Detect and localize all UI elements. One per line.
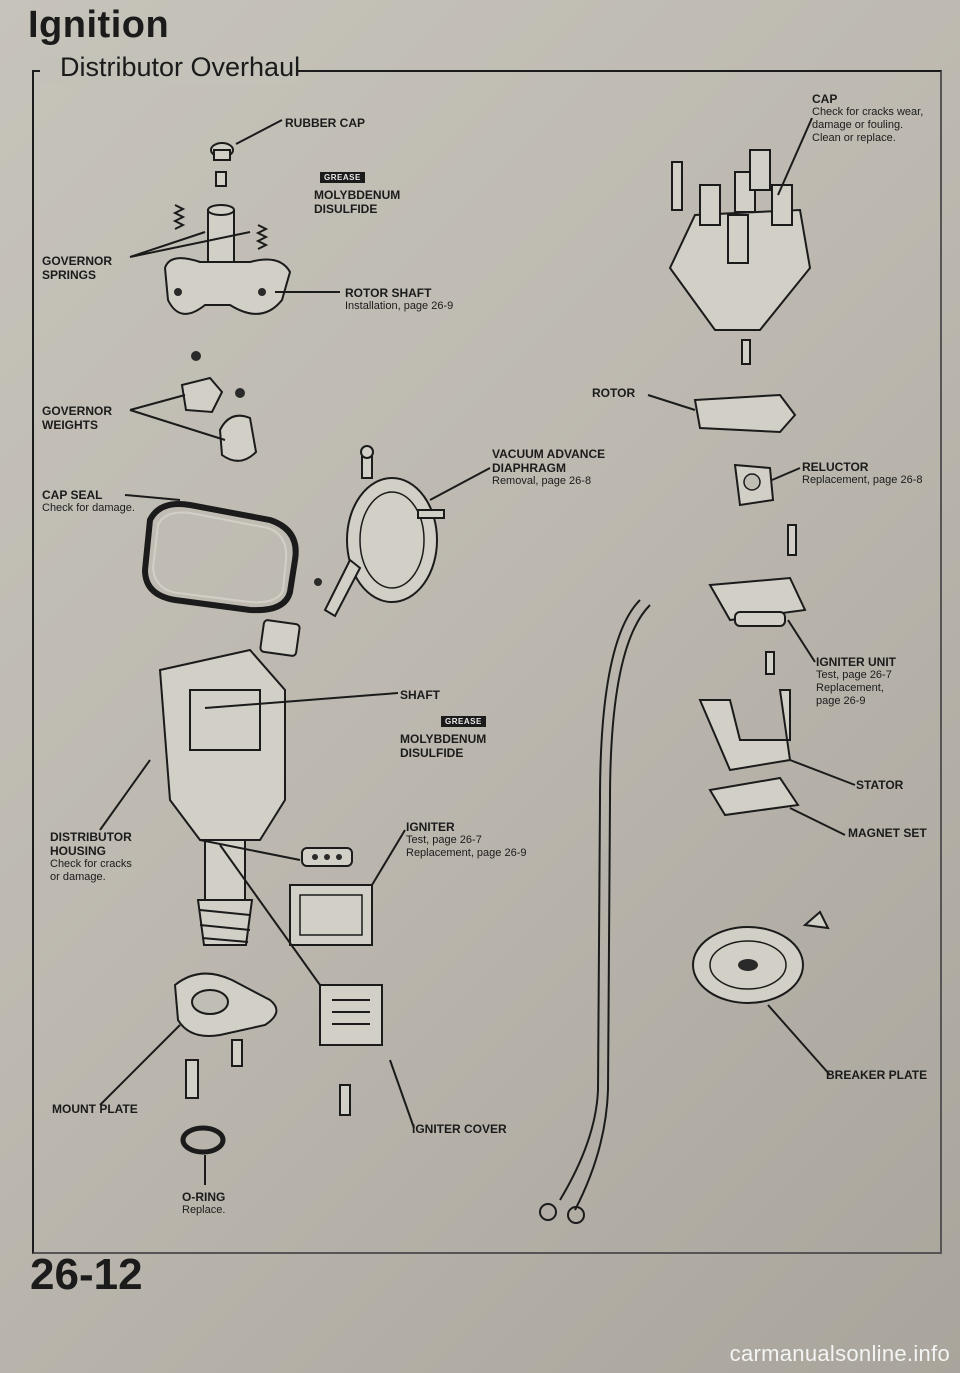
label-vacuum-line2: DIAPHRAGM — [492, 461, 566, 475]
vacuum-advance-part — [314, 445, 445, 618]
igniter-wire-2 — [574, 604, 651, 1211]
label-moly-1-line1: MOLYBDENUM — [314, 188, 401, 202]
label-magnet-set: MAGNET SET — [848, 826, 927, 840]
label-igniter: IGNITER Test, page 26-7 Replacement, pag… — [406, 820, 526, 860]
reluctor-part — [733, 463, 775, 507]
label-moly-1-line2: DISULFIDE — [314, 202, 378, 216]
label-vacuum-advance: VACUUM ADVANCE DIAPHRAGM Removal, page 2… — [492, 447, 605, 488]
watermark: carmanualsonline.info — [729, 1341, 950, 1366]
label-rotor-shaft: ROTOR SHAFT Installation, page 26-9 — [345, 286, 453, 313]
label-cap-note3: Clean or replace. — [812, 132, 896, 144]
label-shaft: SHAFT — [400, 688, 440, 702]
distributor-housing-part — [158, 648, 286, 946]
igniter-wire — [559, 599, 641, 1201]
magnet-set-part — [708, 776, 800, 817]
label-vacuum-line1: VACUUM ADVANCE — [492, 447, 606, 461]
label-governor-weights-line1: GOVERNOR — [42, 404, 113, 418]
label-cap-seal: CAP SEAL Check for damage. — [42, 488, 135, 515]
igniter-unit-part — [708, 524, 807, 627]
label-igniter-note1: Test, page 26-7 — [406, 834, 482, 846]
label-housing-note2: or damage. — [50, 871, 106, 883]
label-vacuum-note: Removal, page 26-8 — [492, 475, 592, 487]
label-governor-springs-line1: GOVERNOR — [42, 254, 113, 268]
label-moly-2-line2: DISULFIDE — [400, 746, 464, 760]
label-rotor-shaft-title: ROTOR SHAFT — [345, 286, 432, 300]
rubber-cap-part — [210, 142, 234, 187]
grease-tag-2: GREASE — [441, 716, 486, 727]
label-o-ring-title: O-RING — [182, 1190, 226, 1204]
label-housing-line1: DISTRIBUTOR — [50, 830, 132, 844]
label-distributor-housing: DISTRIBUTOR HOUSING Check for cracks or … — [50, 830, 132, 884]
grease-tag-1: GREASE — [320, 172, 365, 183]
label-rotor-shaft-note: Installation, page 26-9 — [345, 300, 454, 312]
label-rubber-cap: RUBBER CAP — [285, 116, 366, 130]
label-cap-seal-note: Check for damage. — [42, 502, 135, 514]
label-cap: CAP Check for cracks wear, damage or fou… — [812, 92, 923, 145]
frame-title-gap — [40, 58, 298, 84]
label-igniter-unit-note3: page 26-9 — [816, 695, 866, 707]
wire-terminal-2 — [567, 1206, 585, 1224]
label-moly-2: MOLYBDENUM DISULFIDE — [400, 732, 486, 760]
label-housing-line2: HOUSING — [50, 844, 107, 858]
label-cap-title: CAP — [812, 92, 838, 106]
label-igniter-unit-title: IGNITER UNIT — [816, 655, 896, 669]
leader-lines — [99, 117, 856, 1185]
label-governor-springs: GOVERNOR SPRINGS — [42, 254, 112, 282]
distributor-cap-part — [668, 149, 812, 331]
label-mount-plate: MOUNT PLATE — [52, 1102, 138, 1116]
wire-terminal-1 — [539, 1203, 557, 1221]
vacuum-gasket-part — [259, 619, 301, 657]
label-moly-1: MOLYBDENUM DISULFIDE — [314, 188, 400, 216]
igniter-cover-part — [319, 984, 383, 1116]
label-o-ring: O-RING Replace. — [182, 1190, 225, 1217]
label-cap-seal-title: CAP SEAL — [42, 488, 103, 502]
label-rotor: ROTOR — [592, 386, 636, 400]
label-reluctor-note: Replacement, page 26-8 — [802, 474, 923, 486]
governor-weights-part — [180, 351, 258, 462]
label-housing-note1: Check for cracks — [50, 858, 132, 870]
page-heading: Ignition — [28, 4, 170, 46]
label-reluctor: RELUCTOR Replacement, page 26-8 — [802, 460, 922, 487]
label-igniter-unit-note1: Test, page 26-7 — [816, 669, 892, 681]
label-o-ring-note: Replace. — [182, 1204, 226, 1216]
label-cap-note2: damage or fouling. — [812, 119, 904, 131]
label-igniter-unit-note2: Replacement, — [816, 682, 884, 694]
label-igniter-cover: IGNITER COVER — [412, 1122, 507, 1136]
page-number: 26-12 — [30, 1250, 143, 1299]
igniter-part — [289, 847, 373, 946]
stator-part — [698, 651, 792, 772]
section-title: Distributor Overhaul — [60, 52, 301, 82]
section-frame — [32, 70, 942, 1254]
cap-seal-part — [141, 501, 299, 614]
label-reluctor-title: RELUCTOR — [802, 460, 869, 474]
label-stator: STATOR — [856, 778, 904, 792]
breaker-plate-part — [692, 910, 830, 1004]
governor-springs-part — [172, 204, 269, 250]
label-igniter-title: IGNITER — [406, 820, 455, 834]
mount-plate-part — [173, 972, 278, 1099]
label-moly-2-line1: MOLYBDENUM — [400, 732, 487, 746]
o-ring-part — [180, 1125, 226, 1155]
rotor-part — [693, 339, 797, 434]
label-governor-springs-line2: SPRINGS — [42, 268, 97, 282]
rotor-shaft-part — [163, 204, 292, 315]
label-cap-note1: Check for cracks wear, — [812, 106, 924, 118]
label-igniter-note2: Replacement, page 26-9 — [406, 847, 527, 859]
label-governor-weights-line2: WEIGHTS — [42, 418, 98, 432]
label-igniter-unit: IGNITER UNIT Test, page 26-7 Replacement… — [816, 655, 896, 708]
label-breaker-plate: BREAKER PLATE — [826, 1068, 928, 1082]
label-governor-weights: GOVERNOR WEIGHTS — [42, 404, 112, 432]
